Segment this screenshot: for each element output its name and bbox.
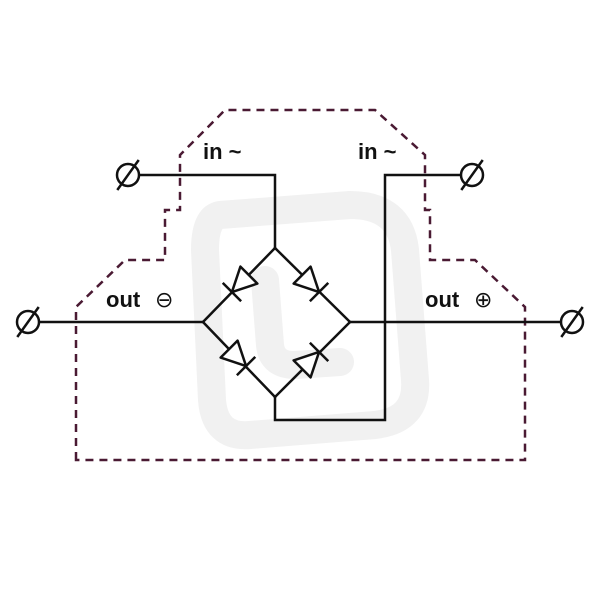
- wire-in-right: [273, 173, 462, 422]
- plus-symbol-icon: ⊕: [474, 288, 492, 313]
- diode-icon: [292, 341, 330, 379]
- watermark-logo: [191, 191, 430, 450]
- terminal-icon: [459, 159, 485, 191]
- label-out-pos: out: [425, 287, 460, 312]
- terminal-icon: [115, 159, 141, 191]
- terminal-icon: [559, 306, 585, 338]
- diode-icon: [292, 265, 330, 303]
- wire-in-left: [138, 173, 277, 250]
- diode-icon: [219, 339, 257, 377]
- minus-symbol-icon: ⊖: [155, 288, 173, 313]
- terminal-icon: [15, 306, 41, 338]
- wires: [38, 173, 562, 422]
- label-in-right: in ~: [358, 139, 397, 164]
- label-out-neg: out: [106, 287, 141, 312]
- label-in-left: in ~: [203, 139, 242, 164]
- diode-icon: [221, 265, 259, 303]
- housing-outline: [74, 108, 527, 462]
